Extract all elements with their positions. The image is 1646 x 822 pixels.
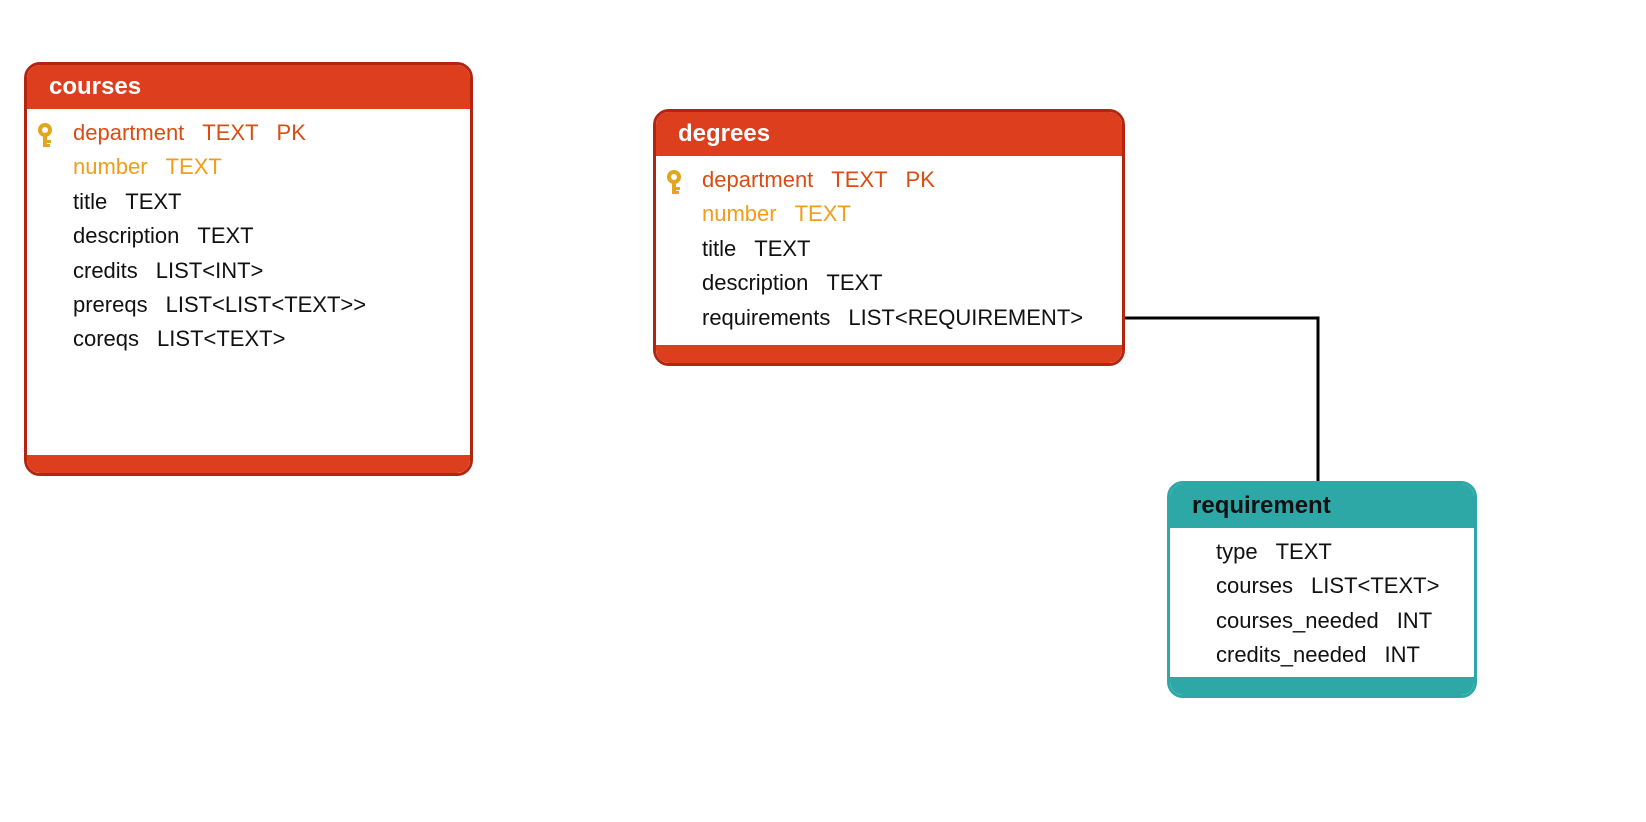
field-type: TEXT (202, 120, 259, 145)
field-name: type (1216, 539, 1258, 564)
field-name: credits_needed (1216, 642, 1367, 668)
field-title: title TEXT (702, 232, 1122, 266)
field-name: title (702, 235, 737, 261)
field-credits: credits LIST<INT> (73, 254, 470, 288)
field-name: department (73, 120, 185, 145)
field-type: LIST<TEXT> (1311, 573, 1440, 599)
field-department: department TEXT PK (667, 163, 1122, 197)
key-icon (38, 123, 52, 147)
field-name: description (702, 270, 809, 296)
primary-key-label: PK (905, 167, 935, 192)
field-name: title (73, 188, 108, 214)
field-prereqs: prereqs LIST<LIST<TEXT>> (73, 288, 470, 322)
entity-title: degrees (656, 112, 1122, 156)
field-requirements: requirements LIST<REQUIREMENT> (702, 301, 1122, 335)
field-description: description TEXT (702, 266, 1122, 300)
field-type: LIST<TEXT> (157, 326, 286, 352)
field-name: number (73, 154, 148, 180)
field-type: TEXT (826, 270, 883, 296)
field-name: prereqs (73, 291, 148, 317)
field-name: coreqs (73, 326, 140, 352)
entity-footer (1170, 677, 1474, 695)
field-type: type TEXT (1216, 535, 1474, 569)
field-title: title TEXT (73, 185, 470, 219)
field-courses: courses LIST<TEXT> (1216, 569, 1474, 603)
field-name: requirements (702, 304, 831, 330)
field-name: courses (1216, 573, 1294, 599)
field-type: INT (1384, 642, 1420, 668)
field-number: number TEXT (73, 150, 470, 184)
field-type: LIST<INT> (155, 257, 264, 283)
field-name: description (73, 223, 180, 249)
entity-footer (656, 345, 1122, 363)
field-type: LIST<REQUIREMENT> (848, 304, 1084, 330)
field-coreqs: coreqs LIST<TEXT> (73, 322, 470, 356)
requirements-to-requirement-line (1125, 316, 1320, 482)
field-type: TEXT (754, 235, 811, 261)
primary-key-label: PK (276, 120, 306, 145)
field-type: TEXT (1275, 539, 1332, 564)
field-name: department (702, 167, 814, 192)
field-type: TEXT (831, 167, 888, 192)
field-department: department TEXT PK (38, 116, 470, 150)
field-name: credits (73, 257, 138, 283)
entity-footer (27, 455, 470, 473)
entity-title: requirement (1170, 484, 1474, 528)
entity-requirement[interactable]: requirement type TEXT courses LIST<TEXT> c… (1167, 481, 1477, 698)
field-credits-needed: credits_needed INT (1216, 638, 1474, 672)
field-type: TEXT (125, 188, 182, 214)
field-number: number TEXT (702, 197, 1122, 231)
field-type: LIST<LIST<TEXT>> (165, 291, 367, 317)
key-icon (667, 170, 681, 194)
field-name: number (702, 201, 777, 227)
field-type: TEXT (165, 154, 222, 180)
field-type: TEXT (197, 223, 254, 249)
field-name: courses_needed (1216, 607, 1379, 633)
field-courses-needed: courses_needed INT (1216, 604, 1474, 638)
field-type: TEXT (794, 201, 851, 227)
entity-title: courses (27, 65, 470, 109)
field-description: description TEXT (73, 219, 470, 253)
entity-fields: type TEXT courses LIST<TEXT> courses_neede… (1170, 528, 1474, 695)
field-type: INT (1396, 607, 1433, 633)
